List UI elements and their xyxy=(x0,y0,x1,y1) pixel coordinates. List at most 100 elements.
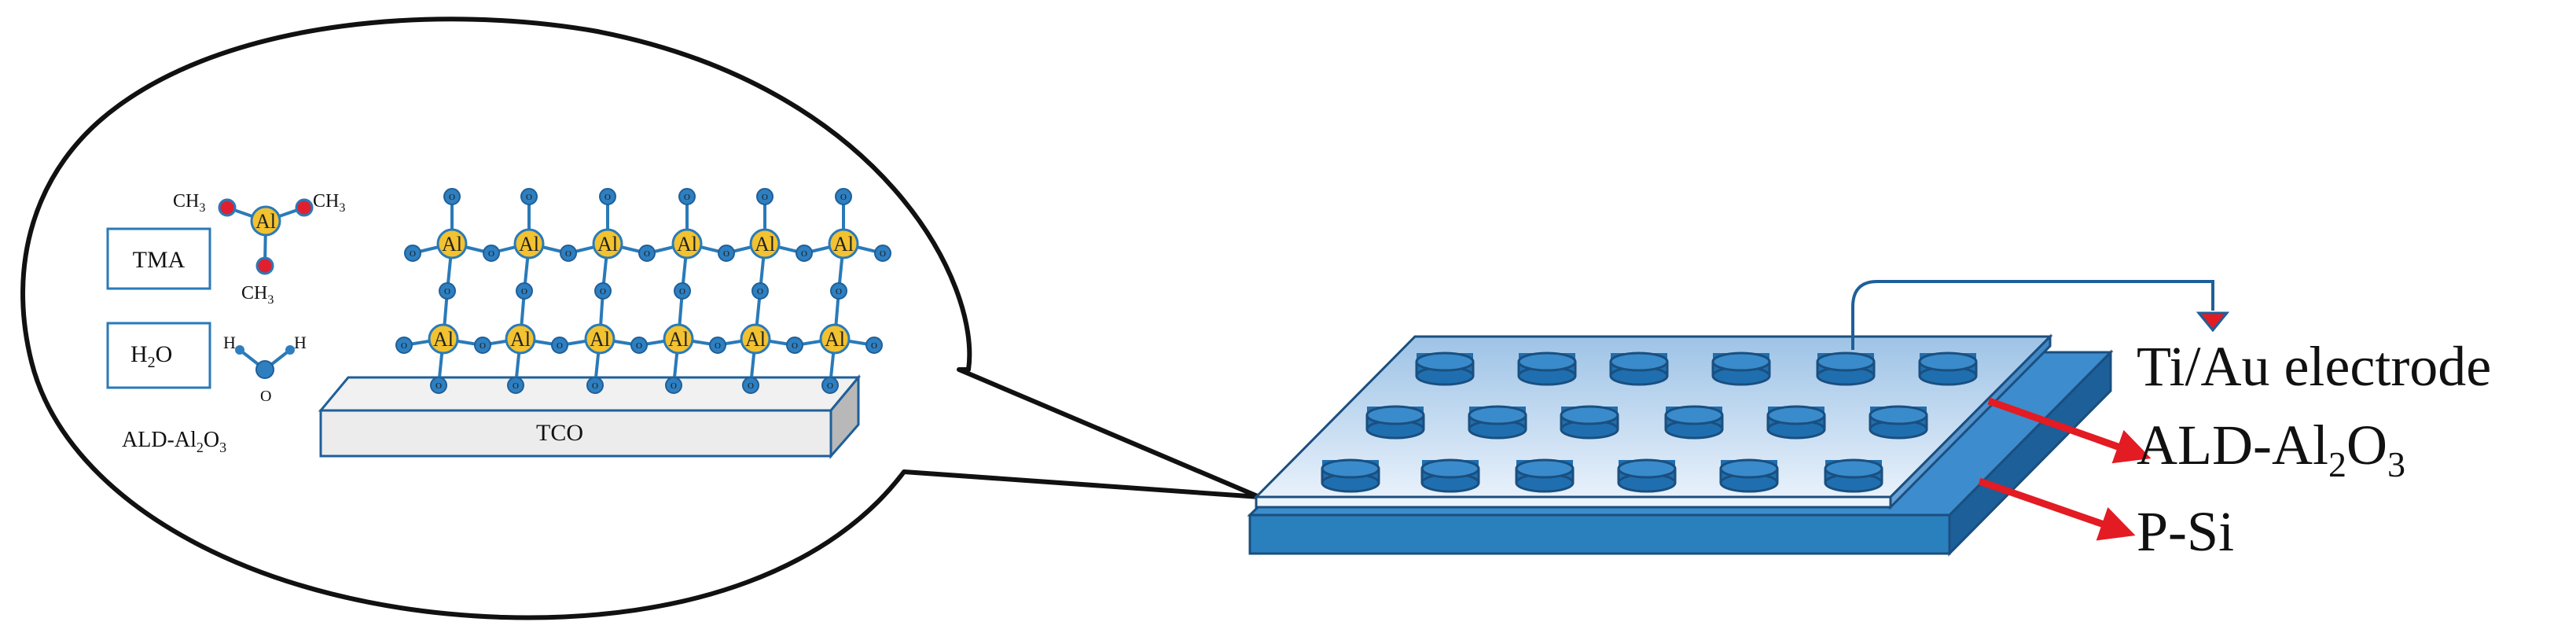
oxygen-atom-label: O xyxy=(801,249,807,259)
al-atom-label: Al xyxy=(597,233,618,256)
oxygen-atom xyxy=(865,337,883,354)
oxygen-atom xyxy=(678,188,696,205)
oxygen-atom-label: O xyxy=(521,287,527,296)
al-atom-label: Al xyxy=(442,233,462,256)
al-atom-label: Al xyxy=(755,233,775,256)
electrode-disc xyxy=(1824,458,1883,479)
al-atom-label: Al xyxy=(519,233,539,256)
o-label: O xyxy=(260,388,271,405)
electrode-disc xyxy=(1816,351,1876,372)
al-atom-label: Al xyxy=(590,328,610,351)
oxygen-atom xyxy=(443,188,461,205)
al-atom-label: Al xyxy=(825,328,845,351)
oxygen-atom xyxy=(507,377,524,394)
oxygen-atom xyxy=(786,337,803,354)
al-atom xyxy=(592,228,623,259)
carbon-atom xyxy=(295,198,314,217)
oxygen-atom xyxy=(709,337,726,354)
oxygen-atom-label: O xyxy=(557,341,563,351)
p-si-label: P-Si xyxy=(2137,500,2234,563)
oxygen-atom xyxy=(520,188,538,205)
al-atom xyxy=(828,228,859,259)
oxygen-atom-label: O xyxy=(715,341,721,351)
oxygen-atom xyxy=(835,188,852,205)
oxygen-atom xyxy=(630,337,648,354)
oxygen-atom xyxy=(439,282,456,300)
hydrogen-atom xyxy=(235,345,244,355)
oxygen-atom-label: O xyxy=(671,381,677,391)
oxygen-atom-label: O xyxy=(748,381,754,391)
h-label-left: H xyxy=(223,333,236,352)
al-atom xyxy=(250,205,281,237)
carbon-atom xyxy=(218,198,237,217)
electrode-disc xyxy=(1918,351,1978,372)
oxygen-atom-label: O xyxy=(480,341,486,351)
oxygen-atom-label: O xyxy=(684,193,690,202)
al-atom xyxy=(671,228,703,259)
electrode-disc xyxy=(1321,458,1380,479)
ch3-left-label: CH3 xyxy=(173,191,205,215)
oxygen-atom-label: O xyxy=(444,287,450,296)
h2o-box: H2O xyxy=(106,322,211,389)
oxygen-atom-label: O xyxy=(836,287,842,296)
al-atom-label: Al xyxy=(433,328,454,351)
electrode-disc xyxy=(1869,405,1928,425)
ti-au-electrode-label: Ti/Au electrode xyxy=(2137,335,2491,398)
oxygen-atom-label: O xyxy=(513,381,519,391)
al-atom xyxy=(436,228,468,259)
oxygen-atom xyxy=(430,377,447,394)
electrode-wire xyxy=(1851,280,2214,350)
oxygen-atom-label: O xyxy=(592,381,598,391)
oxygen-atom-label: O xyxy=(679,287,685,296)
ald-al2o3-inset-label: ALD-Al2O3 xyxy=(122,428,226,455)
electrode-disc xyxy=(1560,405,1619,425)
h2o-box-label: H2O xyxy=(130,341,172,371)
electrode-disc xyxy=(1664,405,1724,425)
electrode-disc xyxy=(1365,405,1425,425)
electrode-disc xyxy=(1711,351,1771,372)
oxygen-atom-label: O xyxy=(762,193,768,202)
oxygen-atom xyxy=(674,282,691,300)
ch3-bottom-label: CH3 xyxy=(241,283,274,307)
oxygen-atom-label: O xyxy=(644,249,650,259)
h-label-right: H xyxy=(294,333,307,352)
electrode-disc xyxy=(1420,458,1480,479)
al-atom-label: Al xyxy=(510,328,531,351)
oxygen-atom-label: O xyxy=(435,381,442,391)
tma-box: TMA xyxy=(106,227,211,290)
oxygen-atom-label: O xyxy=(871,341,877,351)
psi-pointer-arrow xyxy=(1978,477,2136,541)
electrode-disc xyxy=(1468,405,1527,425)
oxygen-atom xyxy=(560,245,577,262)
oxygen-atom xyxy=(718,245,735,262)
tma-box-label: TMA xyxy=(133,247,186,273)
water-molecule: H H O xyxy=(223,333,307,405)
ch3-right-label: CH3 xyxy=(313,191,345,215)
oxygen-atom-label: O xyxy=(401,341,407,351)
oxygen-atom-label: O xyxy=(757,287,763,296)
oxygen-atom xyxy=(516,282,533,300)
oxygen-atom-label: O xyxy=(488,249,494,259)
electrode-array xyxy=(1321,351,1978,493)
al-atom xyxy=(584,323,616,355)
electrode-disc xyxy=(1609,351,1669,372)
al-atom-label: Al xyxy=(833,233,854,256)
al-atom xyxy=(513,228,545,259)
oxygen-atom-label: O xyxy=(565,249,571,259)
electrode-disc xyxy=(1766,405,1826,425)
al-atom xyxy=(663,323,694,355)
inset-bubble-outline xyxy=(20,17,1262,620)
oxygen-atom xyxy=(474,337,491,354)
electrode-disc xyxy=(1719,458,1779,479)
ald-pointer-arrow xyxy=(1987,397,2152,464)
oxygen-atom xyxy=(830,282,847,300)
oxygen-atom-label: O xyxy=(792,341,798,351)
oxygen-atom-label: O xyxy=(449,193,455,202)
oxygen-atom xyxy=(594,282,612,300)
oxygen-atom xyxy=(255,360,274,379)
electrode-disc xyxy=(1415,351,1475,372)
tma-molecule: Al CH3 CH3 CH3 xyxy=(173,191,345,307)
tco-substrate: TCO xyxy=(318,374,862,459)
